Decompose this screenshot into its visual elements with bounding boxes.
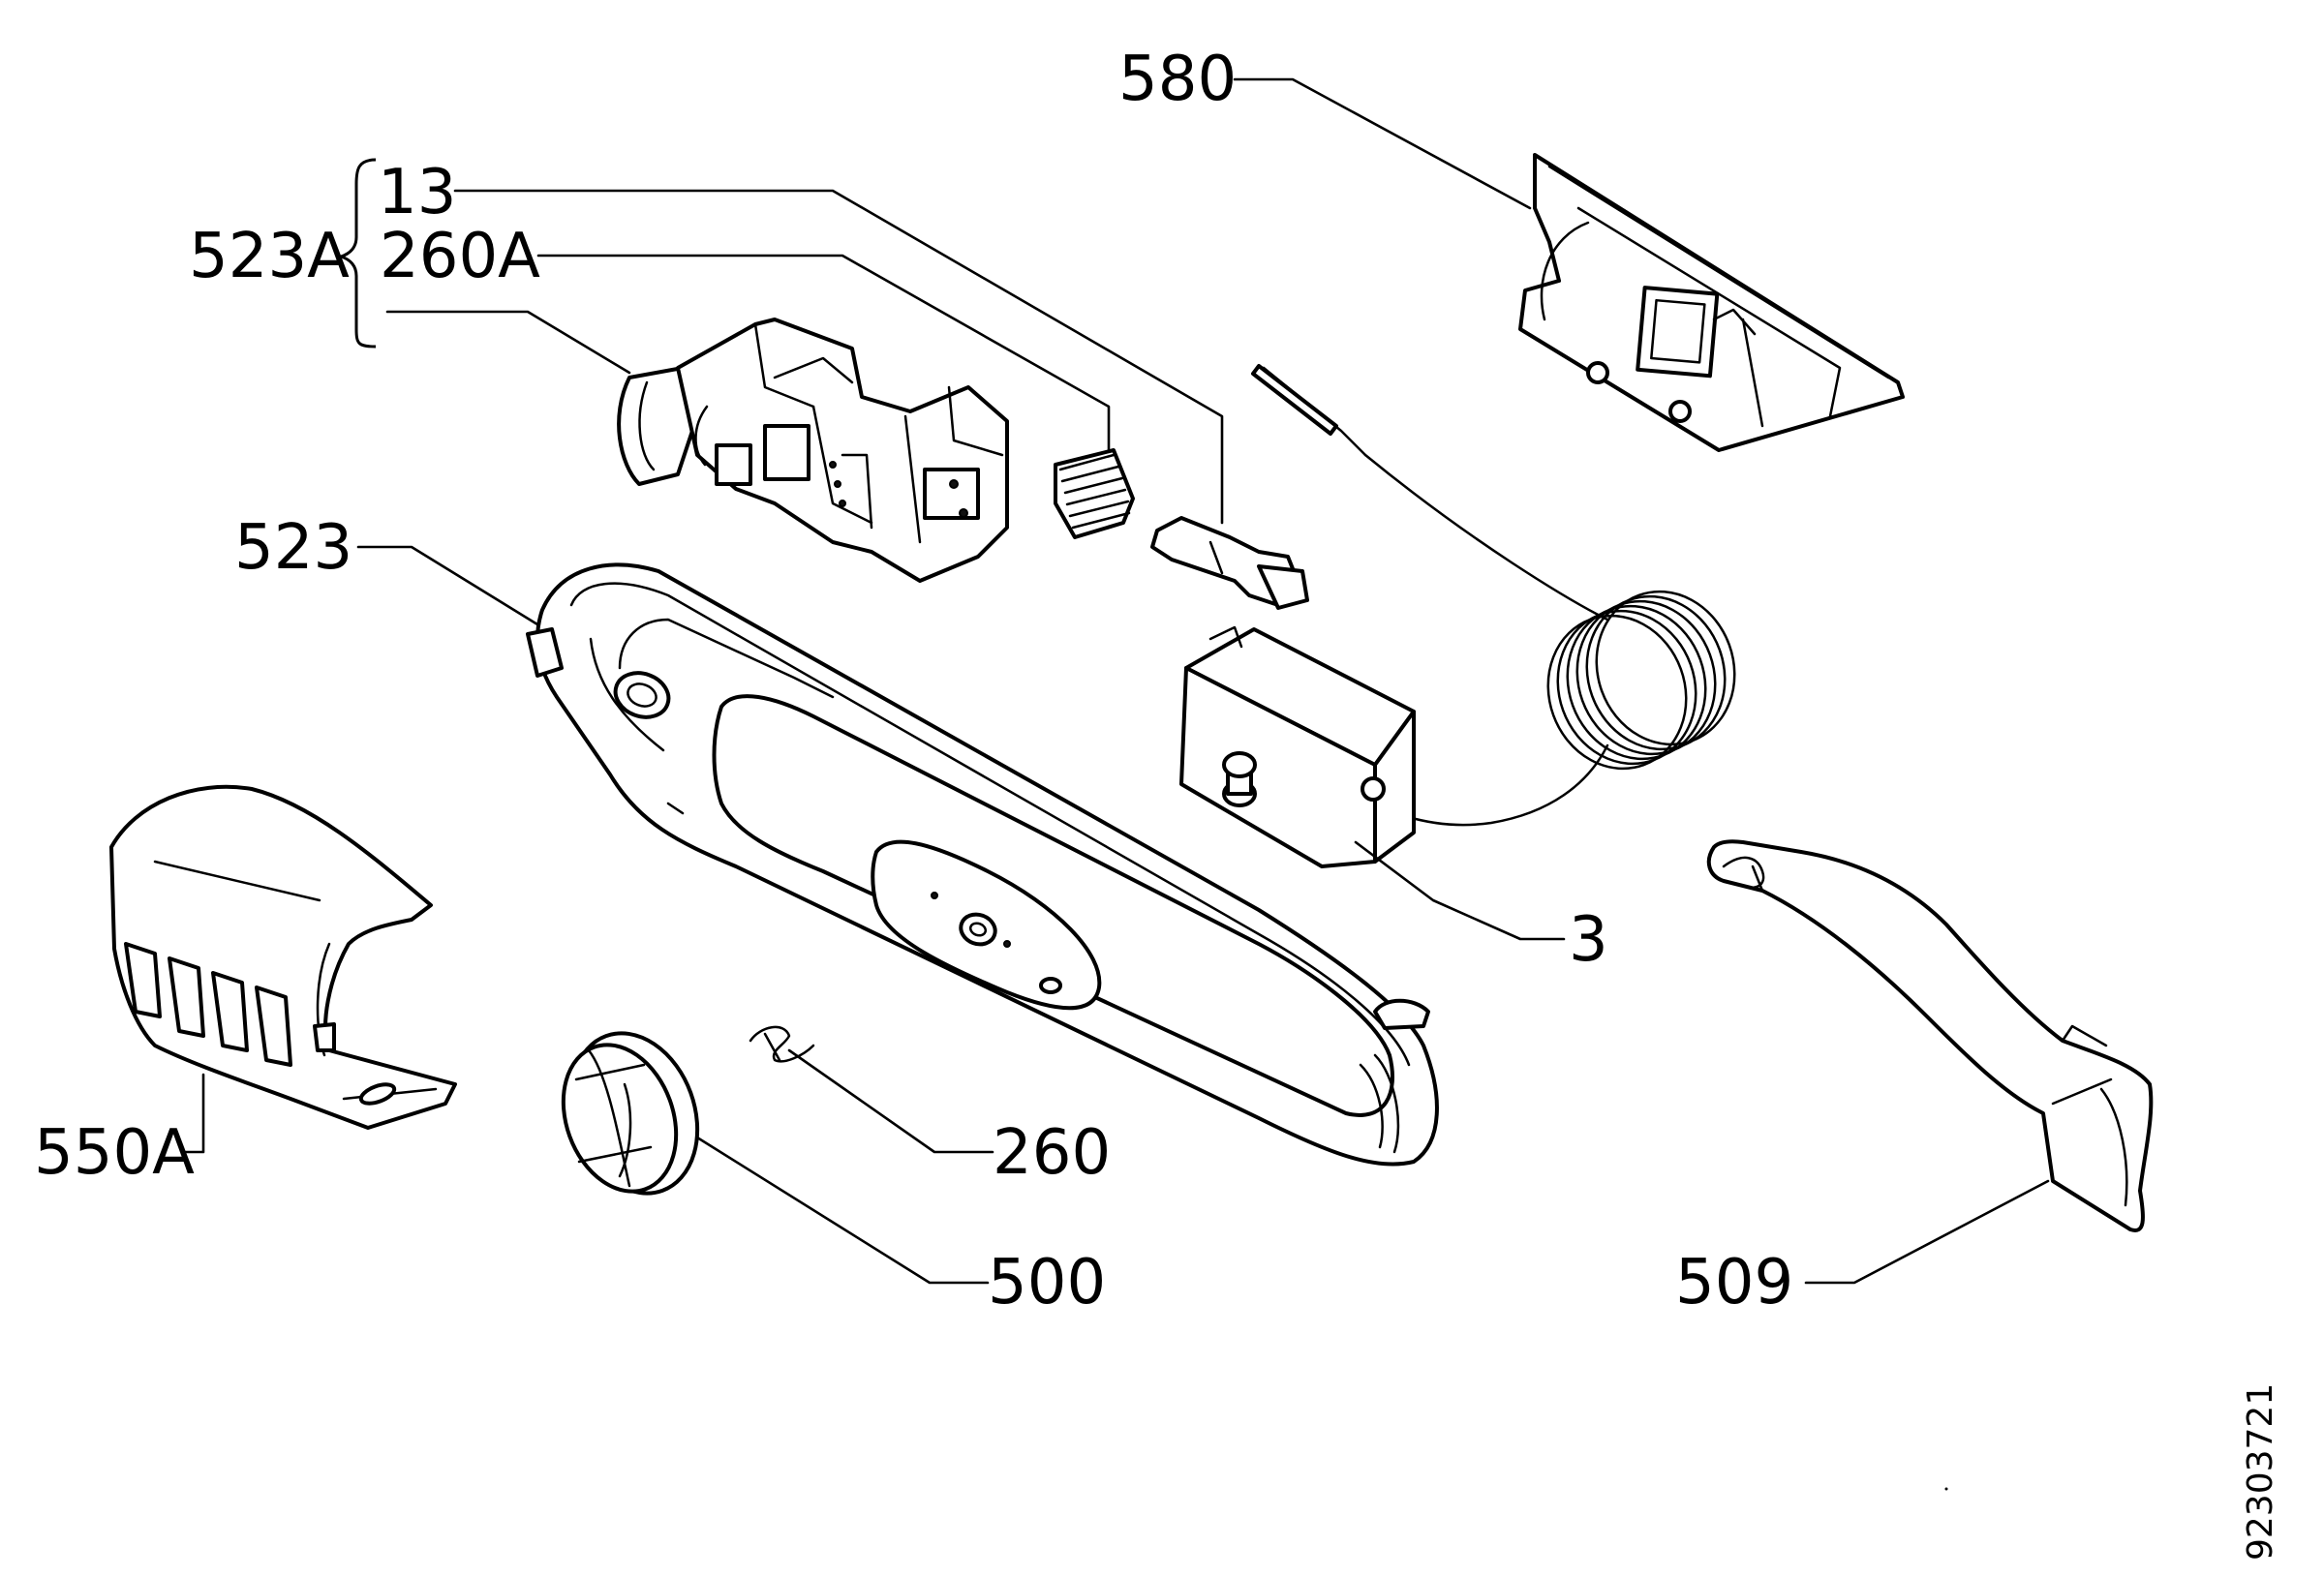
part-13-plunger bbox=[1150, 516, 1309, 610]
part-3-thermostat bbox=[1179, 625, 1416, 868]
leader-lines bbox=[184, 77, 2050, 1285]
part-509-lever bbox=[1706, 839, 2154, 1232]
callout-523: 523 bbox=[234, 512, 352, 584]
callout-260: 260 bbox=[993, 1117, 1111, 1189]
document-number: 92303721 bbox=[2241, 1383, 2280, 1561]
stray-mark bbox=[1944, 1487, 1948, 1491]
capillary-sensor bbox=[1251, 364, 1736, 827]
part-260A-spring bbox=[1054, 448, 1135, 539]
bracket-523A bbox=[335, 158, 377, 349]
callout-13: 13 bbox=[378, 157, 456, 228]
callout-260A: 260A bbox=[380, 221, 540, 292]
part-260-clip bbox=[749, 1025, 815, 1063]
callout-3: 3 bbox=[1569, 904, 1608, 976]
callout-509: 509 bbox=[1675, 1247, 1793, 1319]
part-550A-cover bbox=[109, 784, 457, 1130]
callout-labels: 580 13 523A 260A 523 3 550A 260 500 509 bbox=[34, 44, 1793, 1319]
part-500-knob bbox=[561, 1031, 700, 1196]
callout-550A: 550A bbox=[34, 1117, 195, 1189]
part-580-bracket bbox=[1518, 153, 1905, 452]
callout-500: 500 bbox=[988, 1247, 1106, 1319]
callout-523A: 523A bbox=[189, 221, 350, 292]
callout-580: 580 bbox=[1118, 44, 1237, 115]
part-523A-switch-assembly bbox=[617, 318, 1009, 583]
part-523-housing bbox=[526, 562, 1439, 1167]
